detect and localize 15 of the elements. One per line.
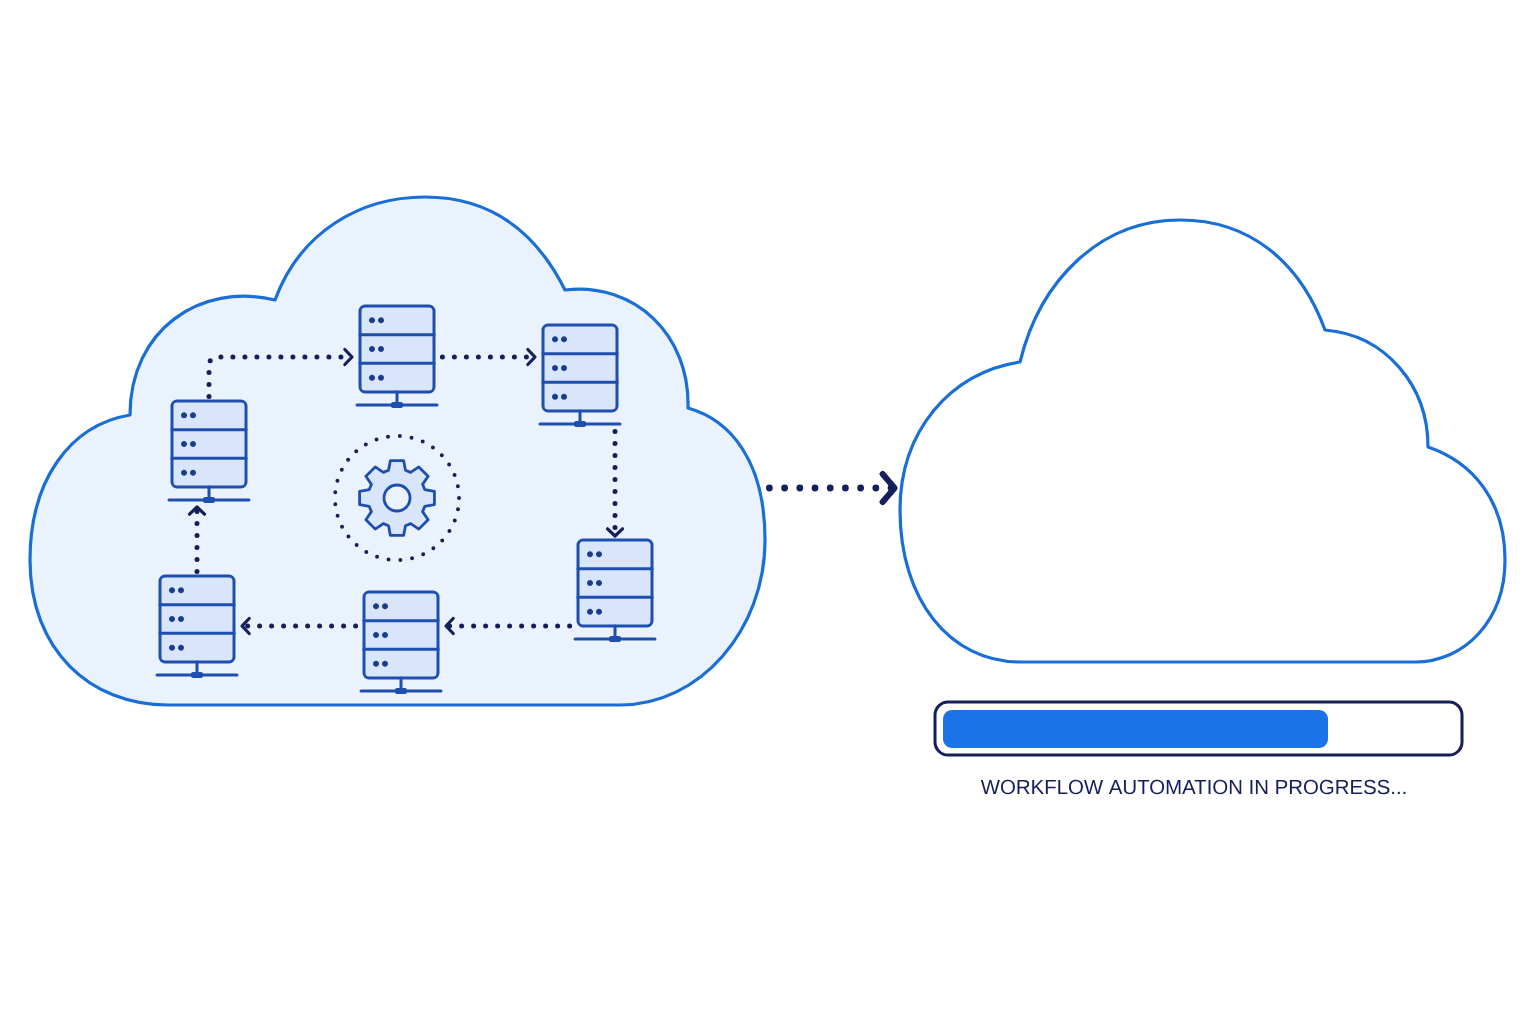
dotted-arrow <box>766 471 898 505</box>
cloud <box>898 218 1507 664</box>
server-icon <box>155 574 239 678</box>
dotted-arrow <box>240 616 359 636</box>
dotted-arrow <box>439 347 537 367</box>
server-icon <box>359 590 443 694</box>
server-icon <box>538 323 622 427</box>
server-icon <box>167 399 251 503</box>
status-text: WORKFLOW AUTOMATION IN PROGRESS... <box>980 779 1406 795</box>
dotted-arrow <box>206 347 354 400</box>
dotted-arrow <box>605 428 625 538</box>
server-icon <box>573 538 657 642</box>
dotted-arrow <box>444 616 573 636</box>
server-icon <box>355 304 439 408</box>
dotted-arrow <box>187 505 207 575</box>
